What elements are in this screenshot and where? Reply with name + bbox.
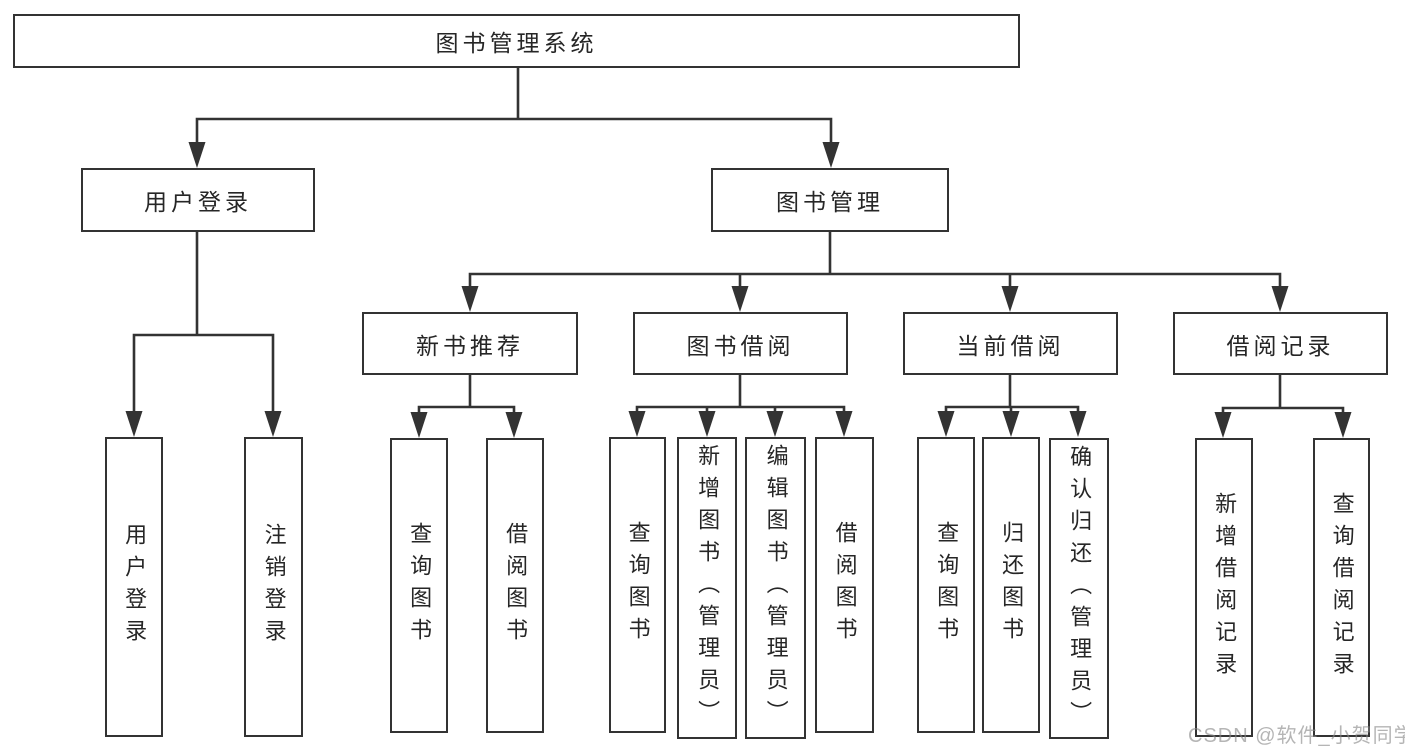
node-borrow-books-leaf: 借阅图书: [815, 437, 874, 733]
node-add-borrow-record: 新增借阅记录: [1195, 438, 1253, 737]
node-query-books-recommend: 查询图书: [390, 438, 448, 733]
connector-root-to-level2: [188, 66, 840, 168]
node-return-book: 归还图书: [982, 437, 1040, 733]
node-confirm-return-admin: 确认归还（管理员）: [1049, 438, 1109, 739]
node-user-login-leaf: 用户登录: [105, 437, 163, 737]
node-logout-leaf: 注销登录: [244, 437, 303, 737]
connector-book-management-to-level3: [461, 230, 1289, 312]
node-book-borrow: 图书借阅: [633, 312, 848, 375]
node-book-management-branch: 图书管理: [711, 168, 949, 232]
connector-current-borrow-to-leaves: [937, 373, 1087, 437]
node-add-book-admin: 新增图书（管理员）: [677, 437, 737, 739]
node-borrow-books-recommend: 借阅图书: [486, 438, 544, 733]
connector-book-borrow-to-leaves: [628, 373, 853, 437]
node-user-login-branch: 用户登录: [81, 168, 315, 232]
node-new-book-recommend: 新书推荐: [362, 312, 578, 375]
node-edit-book-admin: 编辑图书（管理员）: [745, 437, 806, 739]
connector-user-login-to-leaves: [125, 230, 282, 437]
node-current-borrow: 当前借阅: [903, 312, 1118, 375]
node-borrow-records: 借阅记录: [1173, 312, 1388, 375]
connector-new-book-recommend-to-leaves: [410, 373, 523, 438]
node-query-books-borrow: 查询图书: [609, 437, 666, 733]
node-query-borrow-record: 查询借阅记录: [1313, 438, 1370, 737]
csdn-watermark: CSDN @软件_小贺同学: [1188, 725, 1405, 747]
connector-borrow-records-to-leaves: [1214, 373, 1352, 438]
node-library-management-system: 图书管理系统: [13, 14, 1020, 68]
node-query-books-current: 查询图书: [917, 437, 975, 733]
